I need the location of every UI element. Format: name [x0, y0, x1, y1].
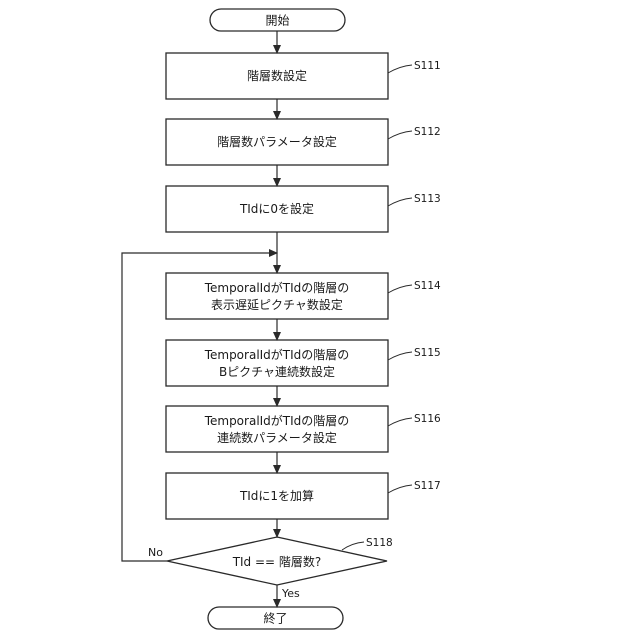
step-label-s117: S117 — [414, 480, 441, 492]
leader-s117 — [388, 485, 412, 493]
decision-text-s118: TId == 階層数? — [232, 554, 322, 569]
leader-s114 — [388, 285, 412, 293]
leader-s113 — [388, 198, 412, 206]
process-text-s117: TIdに1を加算 — [239, 488, 314, 503]
start-label: 開始 — [265, 14, 289, 28]
process-box-s111: 階層数設定 — [166, 53, 388, 99]
process-text-s114-line1: TemporalIdがTIdの階層の — [204, 280, 350, 295]
process-box-s115: TemporalIdがTIdの階層の Bピクチャ連続数設定 — [166, 340, 388, 386]
step-label-s115: S115 — [414, 347, 441, 359]
process-box-s112: 階層数パラメータ設定 — [166, 119, 388, 165]
step-label-s113: S113 — [414, 193, 441, 205]
process-text-s115-line2: Bピクチャ連続数設定 — [219, 364, 335, 379]
process-box-s113: TIdに0を設定 — [166, 186, 388, 232]
step-label-s118: S118 — [366, 537, 393, 549]
process-box-s117: TIdに1を加算 — [166, 473, 388, 519]
process-text-s112: 階層数パラメータ設定 — [217, 134, 337, 149]
leader-s116 — [388, 418, 412, 426]
process-text-s116-line2: 連続数パラメータ設定 — [217, 430, 337, 445]
branch-label-no: No — [148, 546, 163, 559]
step-label-s116: S116 — [414, 413, 441, 425]
leader-s118 — [342, 542, 364, 550]
leader-s115 — [388, 352, 412, 360]
process-box-s116: TemporalIdがTIdの階層の 連続数パラメータ設定 — [166, 406, 388, 452]
process-text-s111: 階層数設定 — [247, 68, 307, 83]
step-label-s114: S114 — [414, 280, 441, 292]
process-text-s116-line1: TemporalIdがTIdの階層の — [204, 413, 350, 428]
process-box-s114: TemporalIdがTIdの階層の 表示遅延ピクチャ数設定 — [166, 273, 388, 319]
process-text-s113: TIdに0を設定 — [239, 201, 314, 216]
process-text-s114-line2: 表示遅延ピクチャ数設定 — [211, 297, 343, 312]
leader-s112 — [388, 131, 412, 139]
end-terminal: 終了 — [208, 607, 343, 629]
leader-s111 — [388, 65, 412, 73]
process-text-s115-line1: TemporalIdがTIdの階層の — [204, 347, 350, 362]
step-label-s112: S112 — [414, 126, 441, 138]
branch-label-yes: Yes — [281, 587, 300, 600]
start-terminal: 開始 — [210, 9, 345, 31]
end-label: 終了 — [263, 611, 287, 626]
step-label-s111: S111 — [414, 60, 441, 72]
